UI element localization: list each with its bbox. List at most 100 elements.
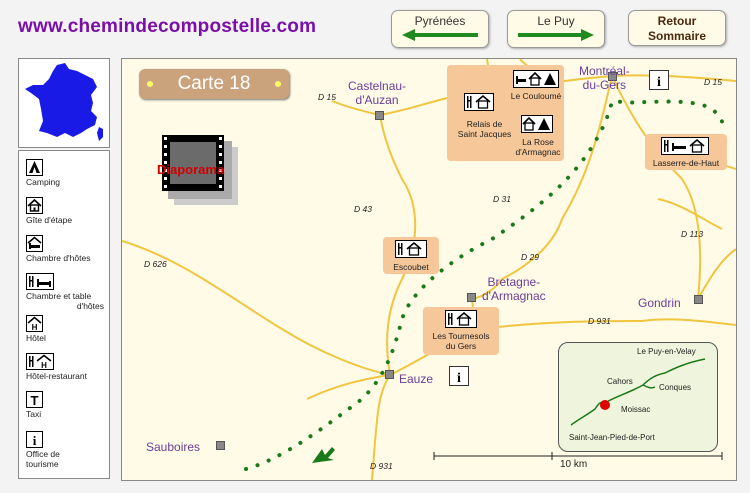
house-icon — [464, 93, 494, 111]
svg-text:i: i — [457, 371, 461, 385]
road-d43: D 43 — [354, 204, 372, 214]
town-montreal-line1: Montréal- — [579, 64, 630, 78]
scale-label: 10 km — [560, 459, 588, 470]
place-rose-line2: d'Armagnac — [515, 147, 561, 157]
map-title: Carte 18 — [177, 73, 251, 94]
bed-house-tent-icon — [513, 70, 559, 88]
town-castelnau-line1: Castelnau- — [348, 79, 407, 93]
route-direction-arrow — [312, 447, 335, 463]
inset-cahors: Cahors — [607, 377, 633, 386]
inset-route-overview: Le Puy-en-Velay Cahors Conques Moissac S… — [558, 342, 718, 452]
town-castelnau: Castelnau- d'Auzan — [348, 79, 406, 107]
tent-icon — [26, 159, 43, 176]
legend-hotel: H Hôtel — [26, 315, 46, 343]
town-eauze: Eauze — [399, 372, 434, 386]
diaporama-label[interactable]: Diaporama — [157, 162, 225, 177]
next-map-label: Le Puy — [537, 14, 575, 28]
road-d29: D 29 — [521, 252, 539, 262]
prev-map-button[interactable]: Pyrénées — [391, 10, 489, 48]
town-bretagne-line1: Bretagne- — [487, 275, 541, 289]
taxi-icon: T — [26, 391, 43, 408]
badge-dot-right — [275, 81, 281, 87]
house-icon — [26, 197, 43, 214]
place-couloume: Le Couloumé — [510, 91, 562, 101]
diaporama-button[interactable] — [162, 135, 242, 209]
fork-knife-house-icon — [445, 310, 477, 328]
place-relais-line1: Relais de — [466, 119, 503, 129]
house-tent-icon — [521, 115, 553, 133]
fork-knife-bed-icon — [26, 273, 54, 290]
map-title-badge[interactable]: Carte 18 — [139, 69, 289, 99]
legend-gite-label: Gîte d'étape — [26, 215, 73, 225]
place-rose-line1: La Rose — [522, 137, 554, 147]
legend-office-label-1: Office de — [26, 449, 60, 459]
svg-text:T: T — [31, 393, 39, 408]
road-d15-east: D 15 — [704, 77, 722, 87]
info-icon: i — [657, 75, 661, 90]
prev-map-label: Pyrénées — [414, 14, 466, 28]
inset-moissac: Moissac — [621, 405, 651, 414]
legend-taxi-label: Taxi — [26, 409, 42, 419]
place-lasserre: Lasserre-de-Haut — [652, 158, 720, 168]
town-montreal: Montréal- du-Gers — [579, 64, 630, 92]
fork-knife-house-icon — [395, 240, 427, 258]
accommodation-tournesols[interactable]: Les Tournesols du Gers — [423, 307, 499, 355]
svg-text:i: i — [33, 433, 37, 448]
eauze-marker — [385, 370, 394, 379]
accommodation-escoubet[interactable]: Escoubet — [383, 237, 439, 274]
legend-chambre-label: Chambre d'hôtes — [26, 253, 91, 263]
inset-conques: Conques — [659, 383, 692, 392]
legend-taxi: T Taxi — [26, 391, 43, 419]
road-d626: D 626 — [144, 259, 167, 269]
route-map: Carte 18 Diaporama Castelnau- d'Auzan Mo… — [121, 58, 737, 481]
castelnau-marker — [375, 111, 384, 120]
legend-gite: Gîte d'étape — [26, 197, 72, 225]
legend-office: i Office de tourisme — [26, 431, 60, 469]
legend-hotel-restaurant: H Hôtel-restaurant — [26, 353, 87, 381]
next-map-button[interactable]: Le Puy — [507, 10, 605, 48]
road-d931-east: D 931 — [588, 316, 611, 326]
place-tournesols: Les Tournesols du Gers — [423, 331, 499, 351]
info-icon: i — [26, 431, 43, 448]
road-d113: D 113 — [681, 229, 704, 239]
gondrin-marker — [694, 295, 703, 304]
legend-table-label-1: Chambre et table — [26, 291, 92, 301]
sauboires-marker — [216, 441, 225, 450]
france-locator-map — [18, 58, 110, 148]
accommodation-cluster-montreal[interactable]: Relais de Saint Jacques Le Couloumé La R… — [447, 65, 564, 161]
town-bretagne: Bretagne- d'Armagnac — [482, 275, 546, 303]
legend-chambre: Chambre d'hôtes — [26, 235, 90, 263]
montreal-tourist-office[interactable]: i — [649, 70, 669, 90]
town-bretagne-line2: d'Armagnac — [482, 289, 546, 303]
town-sauboires: Sauboires — [146, 440, 201, 454]
site-url[interactable]: www.chemindecompostelle.com — [18, 16, 317, 37]
town-gondrin: Gondrin — [638, 296, 681, 310]
badge-dot-left — [147, 81, 153, 87]
info-icon: i — [457, 371, 461, 386]
back-line2: Sommaire — [647, 29, 707, 43]
legend-panel: Camping Gîte d'étape Chambre d'hôtes Cha… — [18, 150, 110, 479]
place-tournesols-line1: Les Tournesols — [432, 331, 490, 341]
place-relais-line2: Saint Jacques — [457, 129, 512, 139]
place-relais: Relais de Saint Jacques — [447, 119, 522, 139]
montreal-marker — [608, 72, 617, 81]
svg-text:H: H — [32, 323, 38, 332]
town-castelnau-line2: d'Auzan — [355, 93, 399, 107]
back-line1: Retour — [657, 14, 697, 28]
place-escoubet: Escoubet — [393, 262, 429, 272]
legend-camping: Camping — [26, 159, 60, 187]
back-to-summary-button[interactable]: Retour Sommaire — [628, 10, 726, 46]
accommodation-lasserre[interactable]: Lasserre-de-Haut — [645, 134, 727, 170]
arrow-left-icon — [402, 29, 478, 41]
arrow-right-icon — [518, 29, 594, 41]
road-d15-west: D 15 — [318, 92, 336, 102]
legend-hotel-label: Hôtel — [26, 333, 46, 343]
legend-camping-label: Camping — [26, 177, 61, 187]
eauze-tourist-office[interactable]: i — [449, 366, 469, 386]
legend-table-hotes: Chambre et table d'hôtes — [26, 273, 104, 311]
svg-text:H: H — [41, 361, 47, 370]
place-tournesols-line2: du Gers — [445, 341, 477, 351]
hotel-restaurant-icon: H — [26, 353, 54, 370]
road-d31: D 31 — [493, 194, 511, 204]
fork-knife-bed-house-icon — [661, 137, 709, 155]
